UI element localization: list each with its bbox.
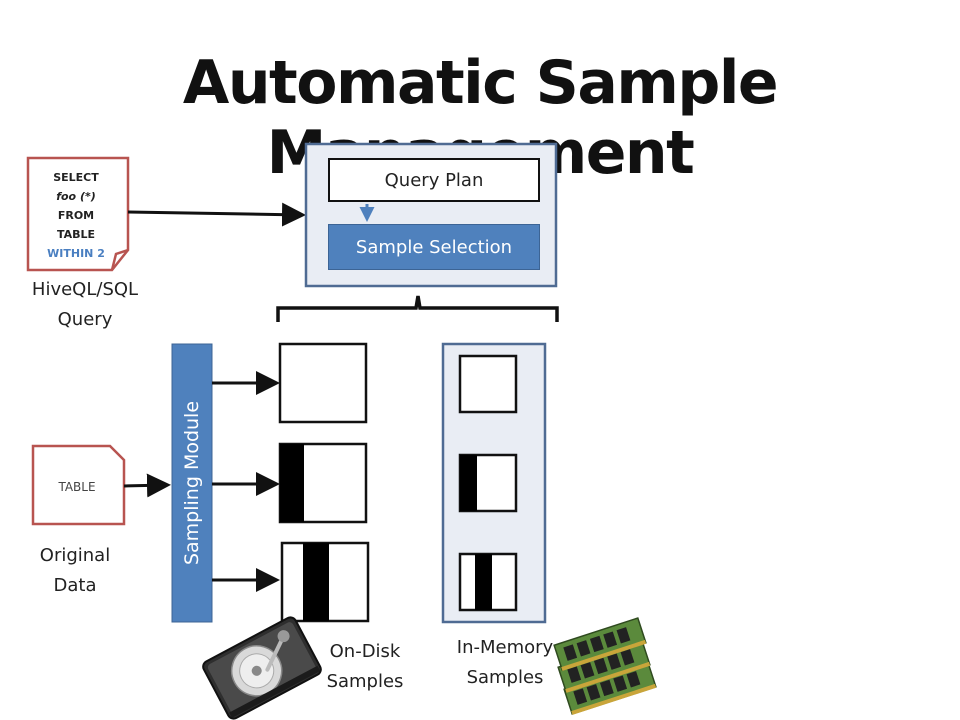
hiveql-label-line2: Query	[57, 309, 113, 330]
sampling-module-bar	[171, 343, 213, 623]
ram-module-icon	[553, 617, 657, 715]
in-memory-samples-label: In-Memory Samples	[440, 633, 570, 693]
disk-sample-1	[278, 342, 368, 424]
disk-sample-2	[278, 442, 368, 524]
in-memory-label-line2: Samples	[466, 667, 544, 688]
table-document	[31, 444, 126, 526]
query-plan-box: Query Plan	[328, 158, 540, 202]
query-document-text: SELECT foo (*) FROM TABLE WITHIN 2	[26, 168, 126, 263]
original-data-label: Original Data	[10, 541, 140, 601]
hard-drive-icon	[202, 616, 322, 720]
query-document	[26, 156, 130, 272]
query-line-table: TABLE	[56, 228, 96, 241]
on-disk-label-line1: On-Disk	[329, 641, 401, 662]
on-disk-label-line2: Samples	[326, 671, 404, 692]
disk-sample-3	[280, 541, 370, 623]
table-document-text: TABLE	[58, 480, 96, 494]
memory-sample-3	[458, 552, 518, 612]
query-line-within: WITHIN 2	[47, 247, 105, 260]
sample-selection-box: Sample Selection	[328, 224, 540, 270]
hiveql-label-line1: HiveQL/SQL	[31, 279, 139, 300]
samples-brace	[276, 295, 559, 322]
query-arrow	[127, 202, 306, 227]
query-line-foo: foo (*)	[56, 190, 96, 203]
on-disk-samples-label: On-Disk Samples	[315, 637, 415, 697]
hiveql-label: HiveQL/SQL Query	[10, 275, 160, 335]
original-data-label-line1: Original	[39, 545, 111, 566]
memory-sample-1	[458, 354, 518, 414]
query-line-from: FROM	[57, 209, 95, 222]
sampling-module-label: Sampling Module	[181, 400, 203, 566]
query-line-select: SELECT	[53, 171, 99, 184]
table-arrow	[123, 473, 171, 498]
in-memory-label-line1: In-Memory	[456, 637, 554, 658]
memory-sample-2	[458, 453, 518, 513]
original-data-label-line2: Data	[53, 575, 97, 596]
